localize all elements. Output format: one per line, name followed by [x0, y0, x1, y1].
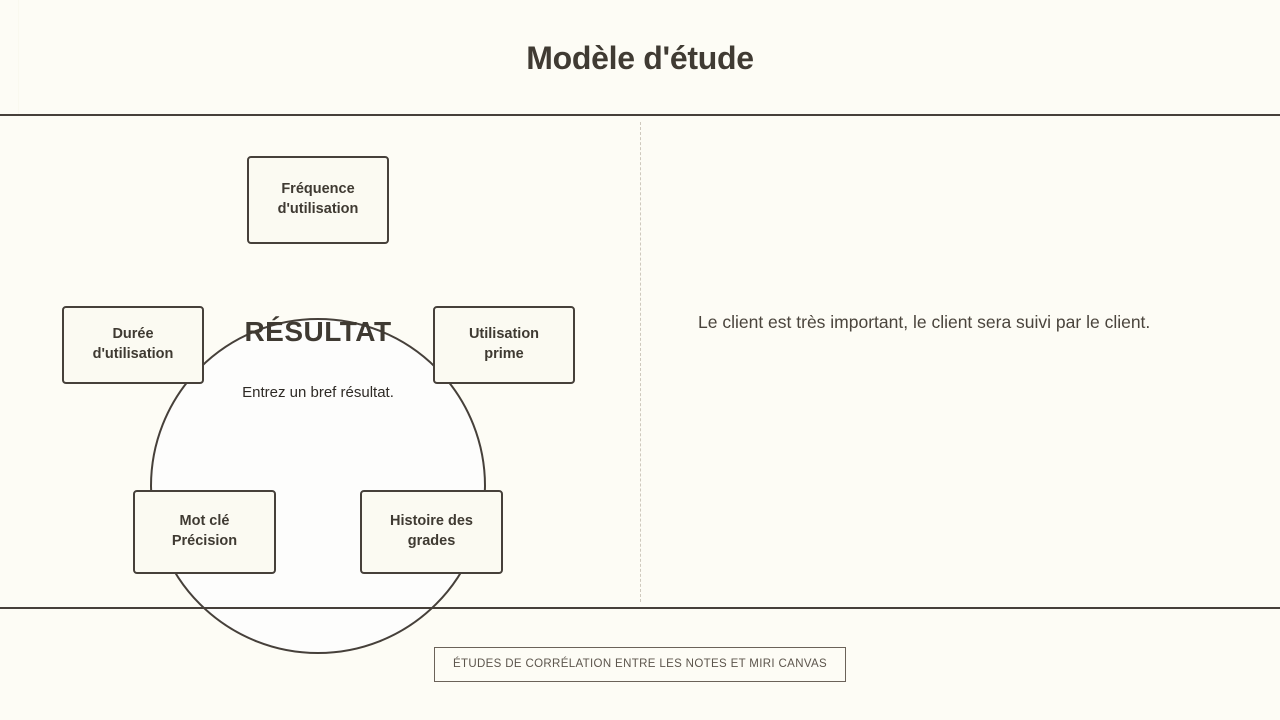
diagram-center-subtitle: Entrez un bref résultat.: [242, 384, 394, 401]
footer-source-chip[interactable]: ÉTUDES DE CORRÉLATION ENTRE LES NOTES ET…: [433, 647, 847, 682]
left-edge-accent: [18, 0, 19, 114]
footer: ÉTUDES DE CORRÉLATION ENTRE LES NOTES ET…: [0, 609, 1280, 720]
header-divider-rule: [0, 114, 1280, 116]
footer-divider-rule: [0, 607, 1280, 609]
header: Modèle d'étude: [0, 0, 1280, 115]
right-pane: Le client est très important, le client …: [640, 116, 1280, 607]
page-title: Modèle d'étude: [526, 39, 754, 76]
right-pane-body-text: Le client est très important, le client …: [698, 312, 1151, 332]
vertical-dashed-divider: [640, 122, 641, 602]
diagram-center-title: RÉSULTAT: [244, 316, 392, 347]
diagram-circle: [150, 318, 486, 654]
cycle-diagram: RÉSULTAT Entrez un bref résultat. Fréque…: [0, 116, 640, 654]
body-area: RÉSULTAT Entrez un bref résultat. Fréque…: [0, 116, 1280, 654]
